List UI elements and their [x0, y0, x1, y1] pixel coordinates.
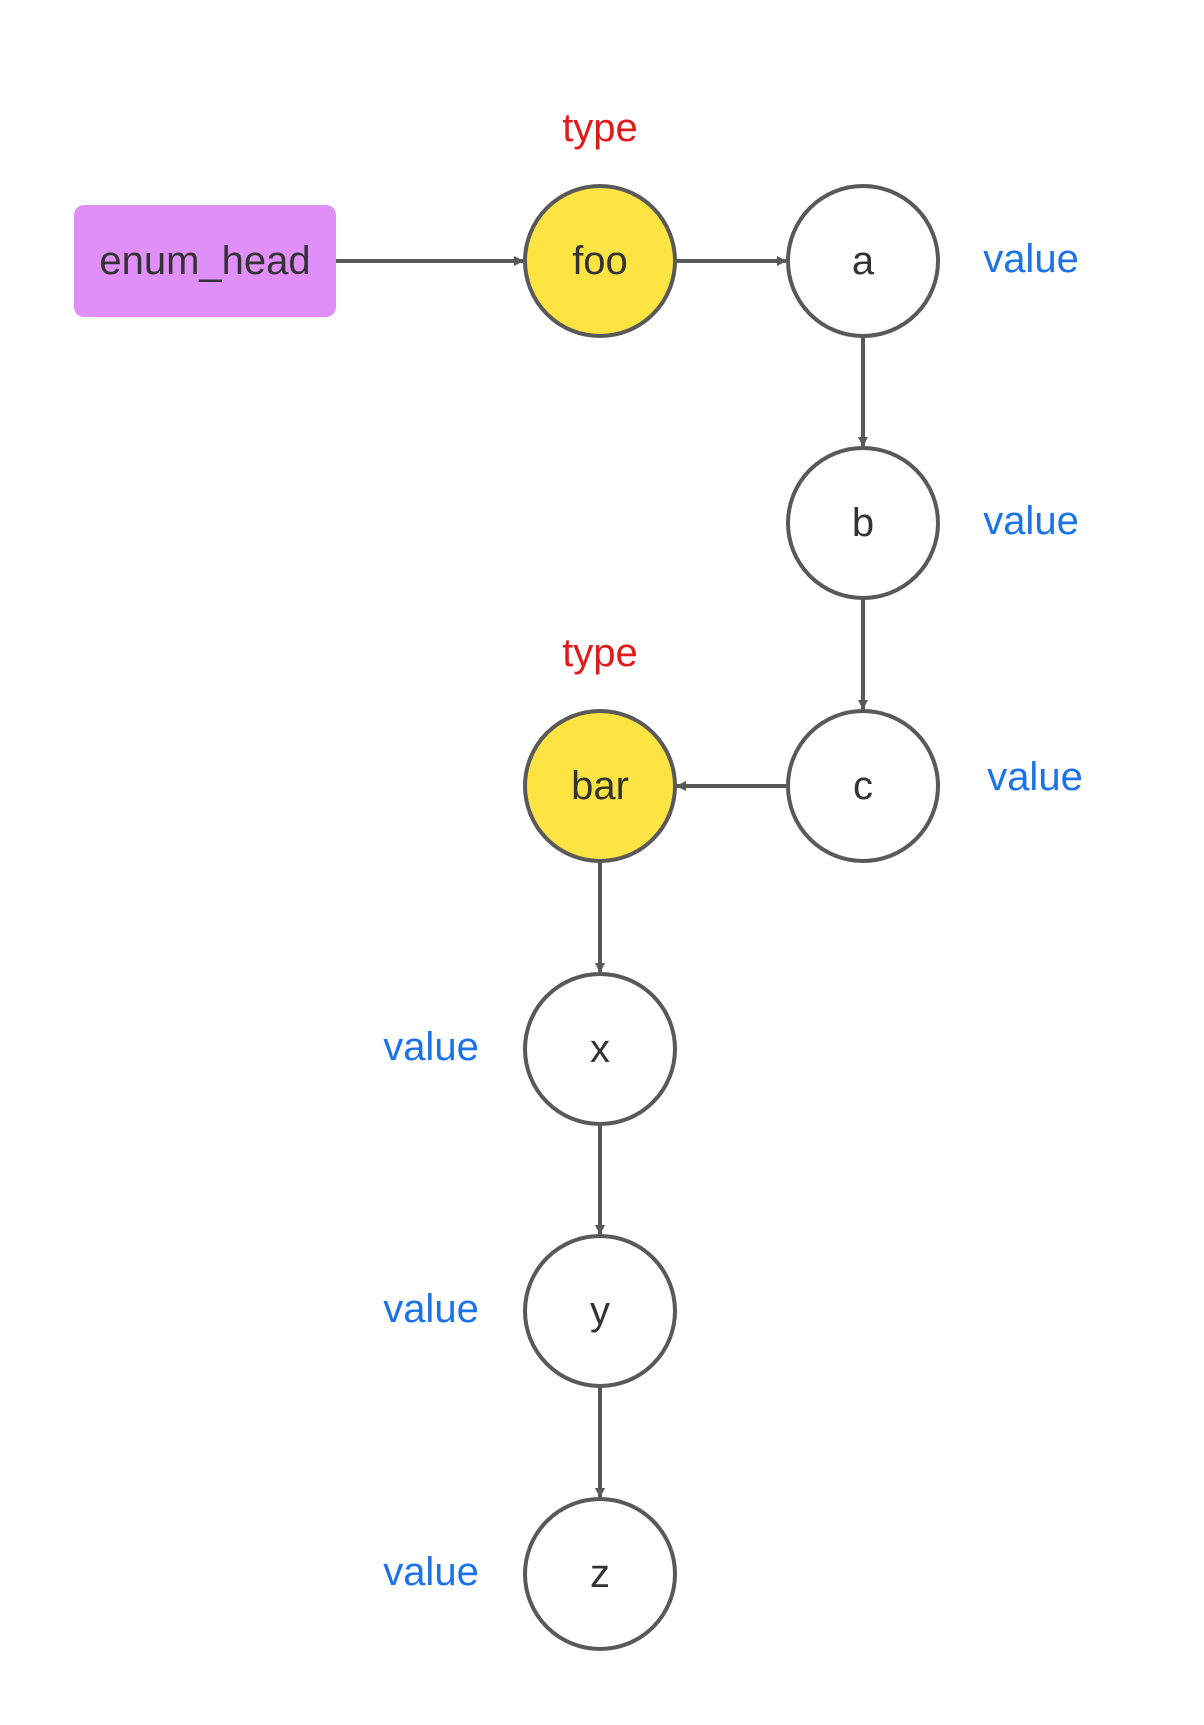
node-x-label: x	[590, 1027, 610, 1071]
node-y-label: y	[590, 1289, 610, 1333]
annotation-z-value: value	[383, 1550, 479, 1594]
node-bar-circle	[523, 709, 677, 863]
node-foo-label: foo	[572, 239, 628, 283]
node-z-circle	[523, 1497, 677, 1651]
node-z-label: z	[590, 1552, 610, 1596]
enum-head-rect	[74, 205, 336, 317]
node-y: y	[523, 1234, 677, 1388]
enum-head-label: enum_head	[99, 239, 310, 283]
node-foo-circle	[523, 184, 677, 338]
node-bar: bar	[523, 709, 677, 863]
enum-head-box: enum_head	[74, 205, 336, 317]
node-b: b	[786, 446, 940, 600]
annotation-x-value: value	[383, 1025, 479, 1069]
edges-group	[336, 256, 868, 1498]
annotation-y-value: value	[383, 1287, 479, 1331]
node-foo: foo	[523, 184, 677, 338]
node-c-circle	[786, 709, 940, 863]
node-x: x	[523, 972, 677, 1126]
annotation-c-value: value	[987, 755, 1083, 799]
annotation-b-value: value	[983, 499, 1079, 543]
annotation-foo-type: type	[562, 106, 638, 150]
node-a-circle	[786, 184, 940, 338]
node-c: c	[786, 709, 940, 863]
annotation-bar-type: type	[562, 631, 638, 675]
node-a-label: a	[852, 239, 875, 283]
node-y-circle	[523, 1234, 677, 1388]
annotation-a-value: value	[983, 237, 1079, 281]
node-c-label: c	[853, 764, 873, 808]
node-b-circle	[786, 446, 940, 600]
node-x-circle	[523, 972, 677, 1126]
node-z: z	[523, 1497, 677, 1651]
node-a: a	[786, 184, 940, 338]
node-b-label: b	[852, 501, 874, 545]
node-bar-label: bar	[571, 764, 629, 808]
